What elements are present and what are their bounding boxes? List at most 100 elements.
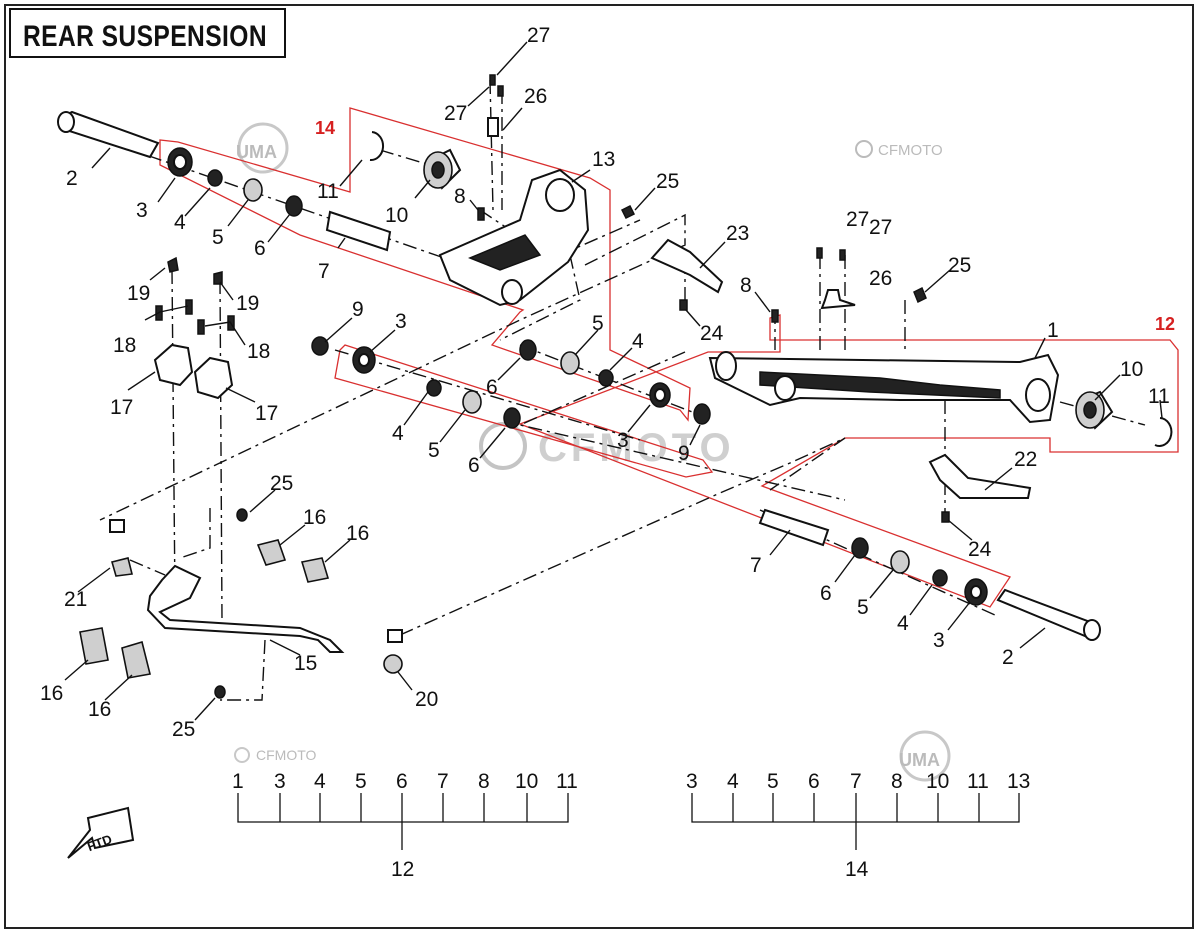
kit-tree-14: 3 4 5 6 7 8 10 11 13 14	[686, 770, 1030, 881]
diagram-frame	[4, 4, 1194, 929]
bracket-17a	[153, 343, 194, 387]
bracket-22	[928, 453, 1032, 499]
kit-14-item: 11	[967, 770, 989, 793]
callout-20: 20	[415, 688, 438, 711]
callout-16: 16	[88, 698, 111, 721]
nut-25a	[620, 204, 636, 220]
callout-16: 16	[303, 506, 326, 529]
callout-8: 8	[454, 185, 466, 208]
kit-14-item: 10	[926, 770, 949, 793]
callout-6: 6	[486, 376, 498, 399]
circlip-11a	[369, 131, 385, 162]
callout-4: 4	[632, 330, 644, 353]
callout-24: 24	[968, 538, 992, 561]
callout-17: 17	[110, 396, 133, 419]
kit-14-item: 7	[850, 770, 862, 793]
bushing-6c	[519, 339, 537, 361]
stabilizer-bar-15	[146, 564, 345, 653]
callout-3: 3	[136, 199, 148, 222]
callout-11: 11	[317, 180, 339, 203]
cfmoto-watermark-text: CFMOTO	[878, 142, 943, 159]
washer-4b	[426, 379, 442, 397]
callout-27: 27	[444, 102, 467, 125]
kit-14-label: 14	[845, 858, 869, 881]
bearing-5a	[243, 178, 263, 202]
bearing-5b	[462, 390, 482, 414]
callout-21: 21	[64, 588, 87, 611]
callout-labels: 27 26 27 14 2 3 4 5 6 7 11 10 8 13 25 23…	[40, 24, 1175, 741]
bushing-16c	[79, 627, 109, 665]
kit-14-item: 3	[686, 770, 698, 793]
leader-lines	[64, 41, 1163, 721]
screw-27c	[816, 247, 823, 259]
lower-arm-1	[708, 351, 1060, 424]
kit-14-item: 4	[727, 770, 739, 793]
bolt-18b	[185, 299, 193, 315]
callout-16: 16	[40, 682, 63, 705]
nut-25e	[214, 685, 226, 699]
callout-27: 27	[869, 216, 892, 239]
cfmoto-watermark-top: CFMOTO	[855, 140, 943, 159]
callout-4: 4	[392, 422, 404, 445]
screw-27d	[839, 249, 846, 261]
callout-15: 15	[294, 652, 317, 675]
washer-4a	[207, 169, 223, 187]
callout-13: 13	[592, 148, 615, 171]
bushing-6a	[285, 195, 303, 217]
kit-12-item: 10	[515, 770, 538, 793]
callout-7: 7	[750, 554, 762, 577]
callout-25: 25	[172, 718, 195, 741]
kit-14-item: 5	[767, 770, 779, 793]
screw-27b	[497, 85, 504, 97]
bearing-10b	[1075, 390, 1114, 430]
kit-12-item: 6	[396, 770, 408, 793]
sleeve-7a	[325, 210, 392, 252]
nut-25d	[236, 508, 248, 522]
callout-17: 17	[255, 402, 278, 425]
bearing-5c	[560, 351, 580, 375]
bushing-6b	[503, 407, 521, 429]
callout-11: 11	[1148, 385, 1170, 408]
kit-12-item: 8	[478, 770, 490, 793]
cfmoto-watermark-bottom-text: CFMOTO	[256, 747, 317, 763]
page-title: REAR SUSPENSION	[23, 20, 268, 53]
callout-23: 23	[726, 222, 749, 245]
callout-10: 10	[385, 204, 408, 227]
kit-12-item: 3	[274, 770, 286, 793]
bearing-5d	[890, 550, 910, 574]
washer-4c	[598, 369, 614, 387]
nut-25b	[913, 286, 927, 304]
callout-4: 4	[174, 211, 186, 234]
uma-watermark-bottom-text: UMA	[899, 750, 940, 770]
kit-12-item: 11	[556, 770, 578, 793]
callout-7: 7	[318, 260, 330, 283]
bracket-17b	[193, 356, 234, 400]
callout-27: 27	[527, 24, 550, 47]
callout-19: 19	[236, 292, 259, 315]
kit-14-item: 13	[1007, 770, 1030, 793]
callout-9: 9	[678, 442, 690, 465]
callout-5: 5	[212, 226, 224, 249]
callout-25: 25	[656, 170, 679, 193]
callout-10: 10	[1120, 358, 1143, 381]
cap-9a	[311, 336, 329, 356]
callout-26: 26	[869, 267, 892, 290]
kit-12-label: 12	[391, 858, 414, 881]
pivot-bolt-top	[57, 110, 160, 159]
callout-kit-12: 12	[1155, 314, 1175, 334]
washer-4d	[932, 569, 948, 587]
nut-20b	[387, 629, 403, 643]
callout-9: 9	[352, 298, 364, 321]
title-box: REAR SUSPENSION	[9, 8, 286, 58]
callout-19: 19	[127, 282, 150, 305]
pivot-bolt-bottom	[996, 588, 1101, 641]
circlip-11b	[1154, 417, 1173, 447]
bolt-24b	[941, 511, 950, 523]
callout-3: 3	[395, 310, 407, 333]
nut-19a	[167, 256, 179, 273]
callout-6: 6	[254, 237, 266, 260]
kit-12-item: 4	[314, 770, 326, 793]
sleeve-7b	[758, 508, 830, 547]
cfmoto-watermark-bottom: CFMOTO	[234, 747, 317, 763]
clip-26b	[820, 289, 856, 310]
